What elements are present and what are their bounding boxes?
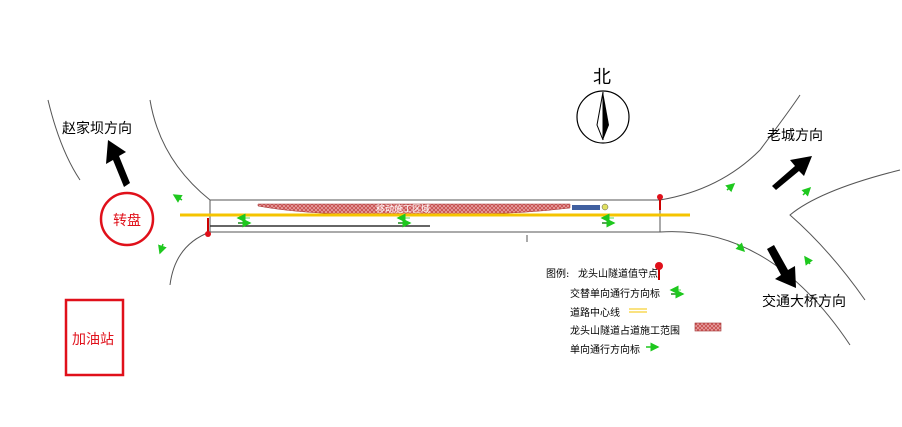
legend-item-zone: 龙头山隧道占道施工范围 [570,326,680,337]
red-pin-icon [205,194,663,280]
north-compass-icon [576,90,630,144]
direction-label-laocheng: 老城方向 [767,128,823,144]
sign-icon [572,205,600,210]
direction-label-bridge: 交通大桥方向 [762,294,846,310]
legend-swatches [629,285,722,332]
sign-icon [601,203,609,211]
north-label: 北 [593,67,611,88]
legend-item-alternating: 交替单向通行方向标 [570,289,660,300]
direction-arrows [106,140,812,288]
gas-station-label: 加油站 [72,332,114,348]
roundabout-circle [99,191,155,247]
work-zone-label: 移动施工区域 [376,205,431,215]
direction-label-zhaojiaba: 赵家坝方向 [62,121,132,137]
legend-item-oneway: 单向通行方向标 [570,345,640,356]
roundabout-label: 转盘 [113,213,141,229]
one-way-arrows [158,183,814,352]
legend-item-pin: 龙头山隧道值守点 [578,269,658,280]
legend-item-centerline: 道路中心线 [570,308,620,319]
gas-station-box [64,298,125,377]
alternating-arrows [236,213,616,228]
legend-title: 图例: [546,269,570,280]
